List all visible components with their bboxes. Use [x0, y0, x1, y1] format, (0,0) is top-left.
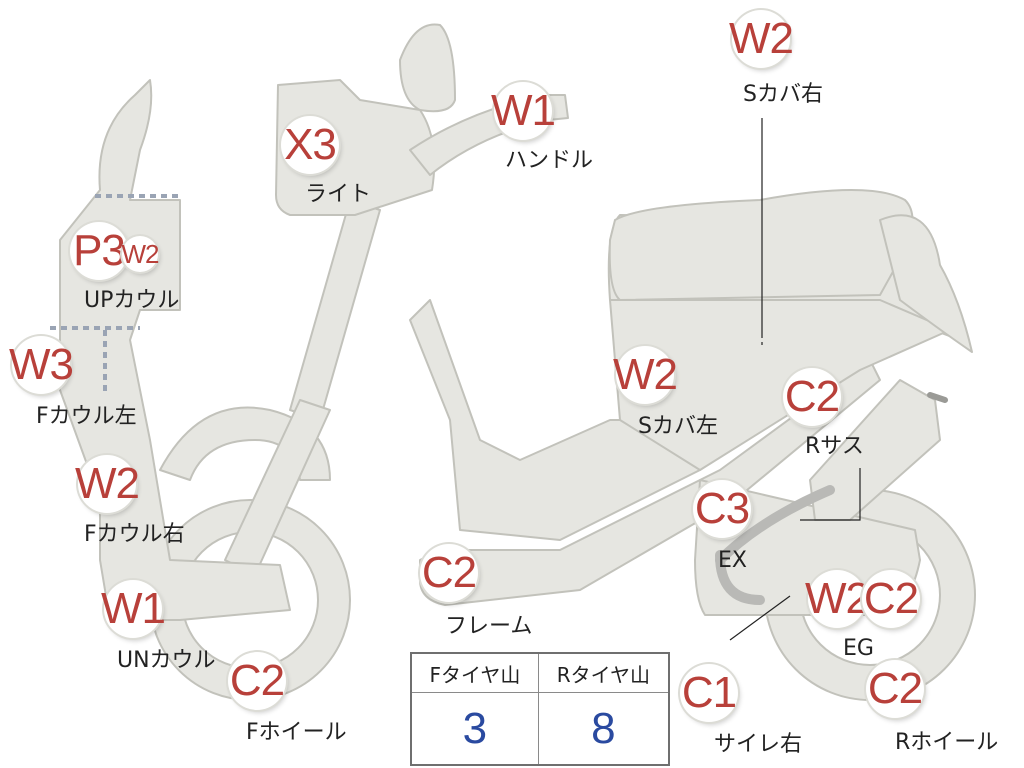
- badge-w3-fcowl-left: W3: [9, 336, 74, 394]
- label-r-wheel: Rホイール: [895, 730, 999, 755]
- label-up-cowl: UPカウル: [84, 288, 180, 313]
- badge-w2-side-cover-right: W2: [729, 10, 794, 68]
- badge-c2-fwheel: C2: [228, 652, 286, 710]
- front-tire-header: Fタイヤ山: [410, 652, 539, 694]
- label-r-sus: Rサス: [805, 434, 864, 459]
- badge-w2-upcowl: W2: [122, 236, 160, 272]
- front-fork-part: [289, 199, 381, 421]
- rear-tire-header: Rタイヤ山: [537, 652, 670, 694]
- badge-c3-ex: C3: [693, 480, 751, 538]
- label-f-wheel: Fホイール: [246, 720, 347, 745]
- badge-c2-eg: C2: [862, 570, 920, 628]
- tire-tread-table: Fタイヤ山 Rタイヤ山 3 8: [410, 652, 670, 766]
- badge-c2-frame: C2: [420, 544, 478, 602]
- leader-line-silencer: [729, 595, 791, 641]
- tail-part: [879, 214, 973, 353]
- label-frame: フレーム: [445, 614, 533, 639]
- label-silencer-right: サイレ右: [714, 732, 803, 757]
- windshield-part: [399, 23, 456, 113]
- badge-w2-side-cover-left: W2: [613, 346, 678, 404]
- badge-c1-silencer: C1: [680, 664, 738, 722]
- label-side-cover-left: Sカバ左: [638, 414, 718, 439]
- badge-w2-fcowl-right: W2: [75, 455, 140, 513]
- rear-tire-value: 8: [537, 692, 670, 766]
- rear-body-part: [609, 299, 951, 471]
- label-handle: ハンドル: [505, 148, 594, 173]
- label-side-cover-right: Sカバ右: [743, 82, 823, 107]
- badge-w1-uncowl: W1: [101, 580, 166, 638]
- badge-w2-eg: W2: [805, 570, 870, 628]
- leader-line-rsus: [800, 468, 861, 521]
- badge-w1-handle: W1: [491, 82, 556, 140]
- label-eg: EG: [843, 636, 874, 661]
- seat-part: [608, 189, 914, 301]
- label-f-cowl-left: Fカウル左: [36, 404, 137, 429]
- headlight-part: [275, 79, 436, 216]
- badge-x3-light: X3: [281, 116, 339, 174]
- label-f-cowl-right: Fカウル右: [84, 522, 185, 547]
- label-ex: EX: [718, 548, 747, 573]
- label-light: ライト: [305, 182, 372, 207]
- front-tire-value: 3: [410, 692, 539, 766]
- badge-c2-rwheel: C2: [866, 660, 924, 718]
- badge-p3-upcowl: P3: [70, 222, 128, 280]
- label-un-cowl: UNカウル: [117, 648, 216, 673]
- badge-c2-rsus: C2: [783, 368, 841, 426]
